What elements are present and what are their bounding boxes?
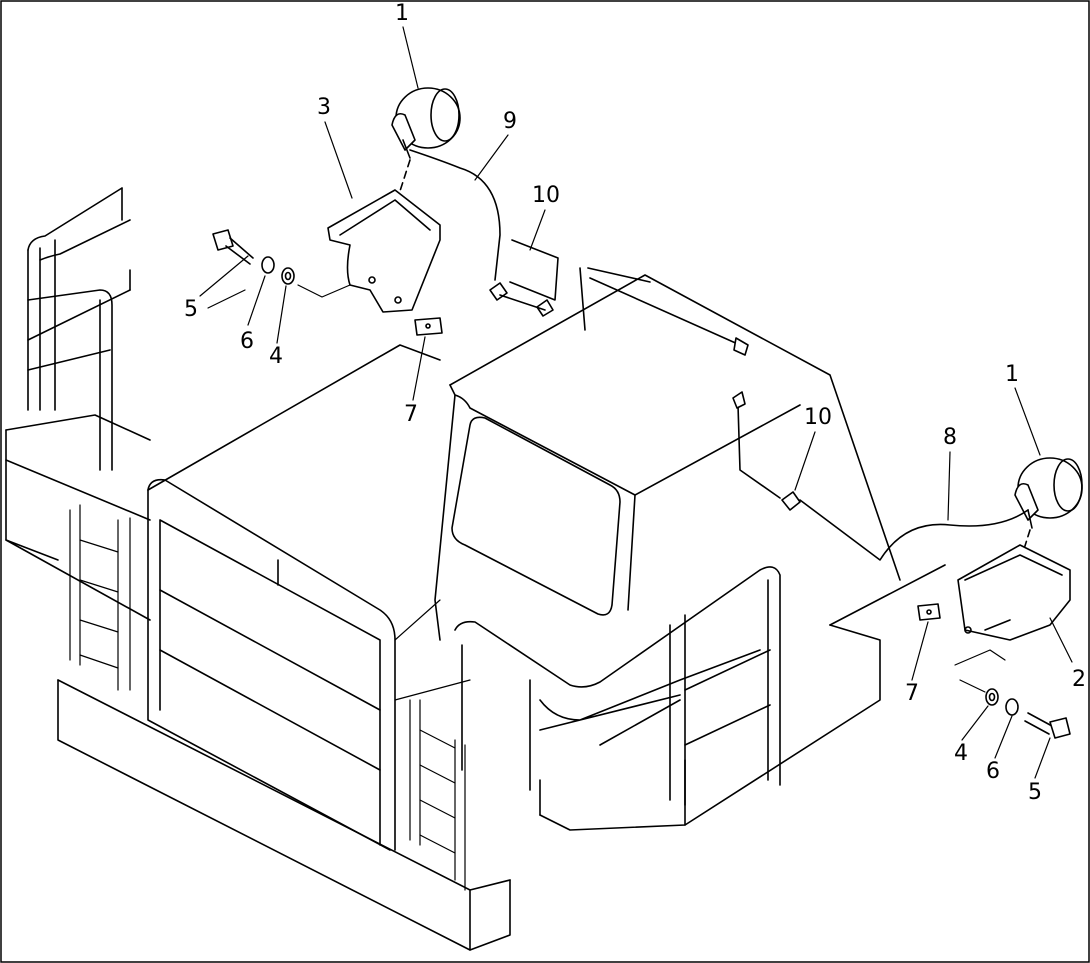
callout-4-washer-left: 4	[269, 344, 283, 369]
callout-5-bolt-right: 5	[1028, 780, 1042, 805]
callout-6-washer-right: 6	[986, 759, 1000, 784]
right-work-lamp-assembly	[732, 391, 1083, 739]
callout-1-right-lamp: 1	[1005, 362, 1019, 387]
bolt-5-left	[212, 229, 254, 265]
washer-4-right	[985, 688, 999, 706]
truck-body	[5, 187, 946, 951]
lamp-bracket-2	[957, 544, 1071, 641]
lamp-bracket-3	[327, 189, 441, 313]
callout-8-harness: 8	[943, 425, 957, 450]
leader-lines	[199, 26, 1073, 779]
lamp-icon	[391, 87, 461, 159]
callout-10-clip-left: 10	[532, 183, 560, 208]
bolt-5-right	[1024, 712, 1071, 739]
callout-3-bracket: 3	[317, 95, 331, 120]
left-work-lamp-assembly	[212, 87, 749, 356]
callout-9-harness: 9	[503, 109, 517, 134]
wire-clip-10	[489, 239, 559, 317]
washer-4-left	[281, 267, 295, 285]
callout-labels: 1 3 9 10 5 6 4 7 1 10 8 2 7 4 6 5	[184, 1, 1086, 805]
wire-harness-9	[409, 149, 501, 281]
callout-5-bolt-left: 5	[184, 297, 198, 322]
lamp-icon	[1014, 457, 1083, 529]
washer-6-left	[261, 256, 275, 274]
wire-connector	[589, 277, 749, 356]
callout-4-washer-right: 4	[954, 741, 968, 766]
callout-6-washer-left: 6	[240, 329, 254, 354]
callout-2-bracket: 2	[1072, 667, 1086, 692]
wire-harness-8	[799, 499, 1029, 561]
callout-7-spacer-left: 7	[404, 402, 418, 427]
spacer-7-left	[414, 317, 443, 336]
callout-10-clip-right: 10	[804, 405, 832, 430]
callout-7-spacer-right: 7	[905, 681, 919, 706]
washer-6-right	[1005, 698, 1019, 716]
callout-1-left-lamp: 1	[395, 1, 409, 26]
wire-clip-10-right	[732, 391, 801, 511]
spacer-7-right	[917, 603, 941, 621]
